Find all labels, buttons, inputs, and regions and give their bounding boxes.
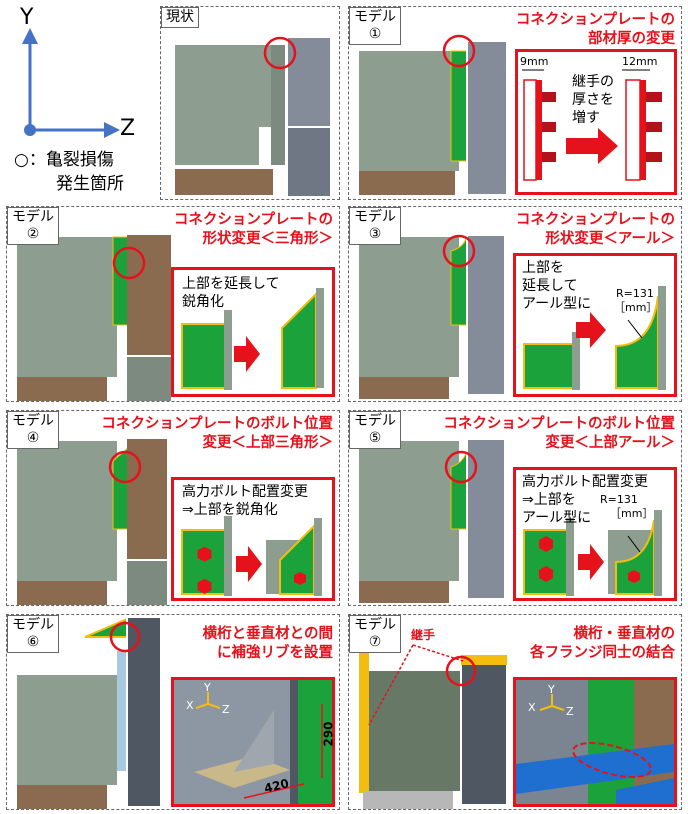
joint-label: 継手 [411,628,436,642]
axis-x-label: X [186,699,194,712]
note-line1: 継手の [572,74,614,90]
dim-9mm: 9mm [520,55,549,68]
panel-title: 横桁と垂直材との間に補強リブを設置 [202,626,333,661]
note-line2: ⇒上部を [522,492,576,508]
model-2-graphic [17,235,171,401]
model-6-detail-graphic [174,680,332,804]
z-axis-label: Z [120,116,136,141]
model-5-detail-graphic [523,510,662,596]
note-line1: 上部を [522,260,564,276]
radius-unit: ［mm］ [610,507,654,520]
note-line2: ⇒上部を鋭角化 [182,502,278,518]
radius-label: R=131 [600,493,638,506]
note-line3: アール型に [522,510,592,526]
y-axis-label: Y [20,5,34,30]
model-5-detail-box: 高力ボルト配置変更 ⇒上部を アール型に R=131 ［mm］ [513,467,677,601]
note-line2: 厚さを [572,92,614,108]
panel-title: コネクションプレートのボルト位置変更＜上部三角形＞ [101,416,333,451]
model-1-graphic [359,34,508,196]
model-3-graphic [359,234,506,399]
model-7-detail-box: X Y Z [513,677,677,807]
note-line3: アール型に [522,296,592,312]
radius-label: R=131 [616,287,654,300]
model-1-detail-graphic [522,69,662,181]
panel-title: コネクションプレートのボルト位置変更＜上部アール＞ [443,416,675,451]
model-3-detail-box: 上部を 延長して アール型に R=131 ［mm］ [513,253,677,397]
axis-x-label: X [528,701,536,714]
note-line2: 鋭角化 [182,294,224,310]
model-6-detail-box: X Y Z 290 420 [171,677,336,807]
model-1-detail-box: 9mm 12mm 継手の 厚さを 増す [515,49,677,195]
axis-y-label: Y [548,683,555,696]
note-line1: 高力ボルト配置変更 [522,474,648,490]
panel-title: コネクションプレートの形状変更＜アール＞ [515,212,675,247]
panel-title: コネクションプレートの形状変更＜三角形＞ [173,212,333,247]
model-2-detail-graphic [181,288,324,390]
model-3-detail-graphic [523,286,666,390]
panel-title: 横桁・垂直材の各フランジ同士の結合 [530,626,675,661]
note-line3: 増す [572,110,600,126]
model-4-detail-box: 高力ボルト配置変更 ⇒上部を鋭角化 [171,477,335,601]
current-model-graphic [175,36,332,198]
note-line2: 延長して [522,278,578,294]
radius-unit: ［mm］ [614,301,658,314]
model-7-graphic [359,643,508,809]
model-2-detail-box: 上部を延長して 鋭角化 [171,267,335,397]
axis-z-label: Z [222,703,230,716]
model-6-graphic [17,616,162,809]
note-line1: 上部を延長して [182,276,280,292]
axis-y-label: Y [204,681,211,694]
dim-12mm: 12mm [622,55,658,68]
model-4-detail-graphic [181,516,322,596]
axis-z-label: Z [566,705,574,718]
panel-current: 現状 [160,6,340,200]
dim-vertical: 290 [321,721,336,747]
note-line1: 高力ボルト配置変更 [182,484,308,500]
legend-line2: 発生箇所 [56,174,124,194]
model-4-graphic [17,439,167,605]
axis-diagram [22,28,120,138]
model-7-detail-graphic [516,680,674,804]
panel-label: 現状 [161,7,199,28]
model-5-graphic [359,438,506,603]
legend-line1: ○：亀裂損傷 [14,150,114,170]
panel-title: コネクションプレートの部材厚の変更 [515,12,675,47]
